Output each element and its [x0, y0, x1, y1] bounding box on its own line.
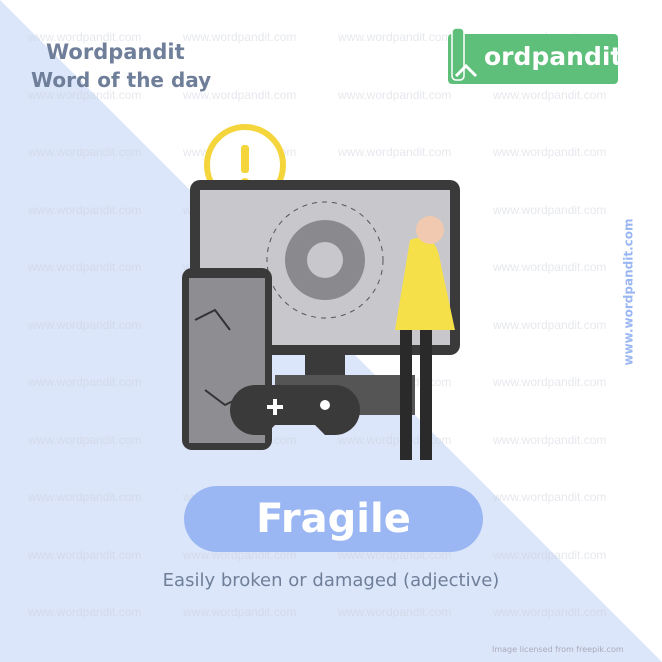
- watermark-text: www.wordpandit.com: [493, 260, 607, 274]
- image-credit: Image licensed from freepik.com: [492, 645, 624, 654]
- watermark-text: www.wordpandit.com: [338, 145, 452, 159]
- watermark-text: www.wordpandit.com: [338, 87, 452, 102]
- watermark-text: www.wordpandit.com: [493, 317, 607, 332]
- bookmark-w-icon: [451, 28, 478, 81]
- word-definition: Easily broken or damaged (adjective): [162, 570, 500, 591]
- watermark-text: www.wordpandit.com: [493, 547, 607, 562]
- gamepad: [230, 385, 360, 435]
- watermark-text: www.wordpandit.com: [28, 432, 142, 447]
- watermark-text: www.wordpandit.com: [338, 605, 452, 619]
- page-subtitle: Word of the day: [31, 68, 212, 92]
- watermark-text: www.wordpandit.com: [493, 145, 607, 159]
- watermark-text: www.wordpandit.com: [28, 317, 142, 332]
- watermark-text: www.wordpandit.com: [28, 260, 142, 274]
- watermark-text: www.wordpandit.com: [493, 432, 607, 447]
- watermark-text: www.wordpandit.com: [28, 605, 142, 619]
- watermark-text: www.wordpandit.com: [493, 375, 607, 389]
- watermark-text: www.wordpandit.com: [28, 490, 142, 504]
- word-pill: Fragile: [184, 486, 483, 552]
- watermark-text: www.wordpandit.com: [493, 202, 607, 217]
- watermark-text: www.wordpandit.com: [338, 30, 452, 44]
- watermark-text: www.wordpandit.com: [183, 605, 297, 619]
- watermark-text: www.wordpandit.com: [28, 87, 142, 102]
- watermark-text: www.wordpandit.com: [493, 87, 607, 102]
- watermark-text: www.wordpandit.com: [28, 30, 142, 44]
- watermark-text: www.wordpandit.com: [493, 605, 607, 619]
- logo-text: ordpandit: [484, 42, 623, 71]
- word-term: Fragile: [256, 496, 411, 542]
- wordpandit-logo: [448, 28, 618, 84]
- brand-title: Wordpandit: [46, 40, 185, 64]
- fragile-illustration: [182, 124, 460, 460]
- vertical-watermark: www.wordpandit.com: [621, 218, 636, 366]
- watermark-text: www.wordpandit.com: [28, 145, 142, 159]
- watermark-text: www.wordpandit.com: [28, 202, 142, 217]
- watermark-text: www.wordpandit.com: [28, 547, 142, 562]
- watermark-text: www.wordpandit.com: [28, 375, 142, 389]
- watermark-text: www.wordpandit.com: [183, 87, 297, 102]
- watermark-text: www.wordpandit.com: [493, 490, 607, 504]
- watermark-text: www.wordpandit.com: [183, 30, 297, 44]
- person: [395, 237, 455, 330]
